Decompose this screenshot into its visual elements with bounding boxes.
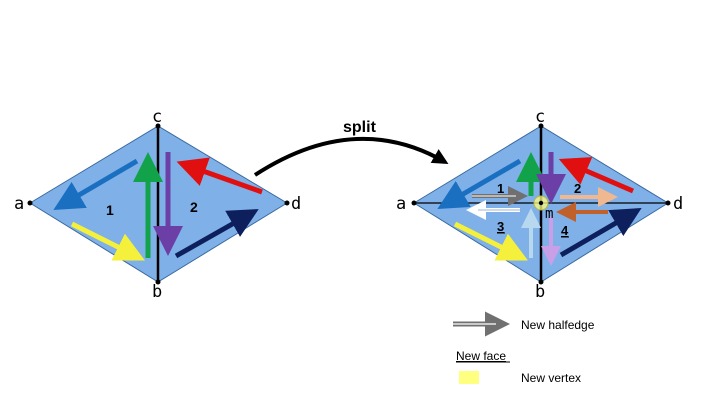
right-face-label-3: 3 [497, 219, 504, 234]
right-vertex-b [538, 279, 544, 285]
right-halfedge-blue [437, 158, 522, 210]
right-vertex-label-a: a [396, 194, 406, 214]
right-vertex-c [538, 123, 544, 129]
left-vertex-c [155, 123, 161, 129]
left-face-label-1: 1 [106, 202, 114, 218]
right-vertex-label-b: b [535, 282, 545, 302]
right-vertex-label-c: c [535, 107, 545, 127]
left-vertex-a [27, 200, 33, 206]
right-face-label-4: 4 [561, 223, 569, 238]
right-vertex-a [411, 200, 417, 206]
left-halfedge-blue [53, 158, 139, 211]
right-face-4 [540, 202, 670, 283]
left-halfedge-navy [174, 209, 259, 259]
new-halfedges [466, 186, 618, 266]
left-face-1 [29, 125, 159, 283]
left-vertex-label-c: c [152, 107, 162, 127]
right-vertex-d [665, 200, 671, 206]
left-vertex-label-b: b [152, 282, 162, 302]
split-arrow [253, 136, 449, 177]
right-mesh: a d c b m 1 2 3 4 [396, 107, 683, 302]
left-halfedge-yellow [70, 221, 145, 261]
left-face-2 [157, 125, 288, 283]
legend: New halfedge New face New vertex [453, 311, 595, 385]
left-vertex-label-a: a [14, 194, 24, 214]
right-face-3 [412, 202, 542, 283]
left-face-label-2: 2 [190, 199, 198, 215]
legend-new-vertex-label: New vertex [521, 371, 581, 385]
legend-new-vertex-swatch [459, 371, 479, 384]
right-vertex-label-m: m [545, 206, 553, 222]
right-face-label-1: 1 [497, 181, 504, 196]
right-halfedge-yellow [453, 221, 528, 261]
left-vertex-label-d: d [291, 194, 301, 214]
vertex-m-dot [538, 200, 544, 206]
right-face-1 [412, 125, 542, 204]
split-operation: split [253, 119, 449, 177]
left-halfedge-red [176, 157, 263, 195]
right-halfedge-navy [559, 207, 642, 258]
legend-new-halfedge-label: New halfedge [521, 318, 595, 332]
left-vertex-b [155, 279, 161, 285]
left-vertex-d [284, 200, 290, 206]
split-label: split [343, 119, 377, 136]
right-halfedge-red [558, 157, 634, 194]
right-face-label-2: 2 [574, 181, 581, 196]
right-vertex-label-d: d [673, 194, 683, 214]
legend-new-face-label: New face [456, 349, 506, 363]
left-mesh: a d c b 1 2 [14, 107, 301, 302]
right-face-2 [540, 125, 670, 204]
